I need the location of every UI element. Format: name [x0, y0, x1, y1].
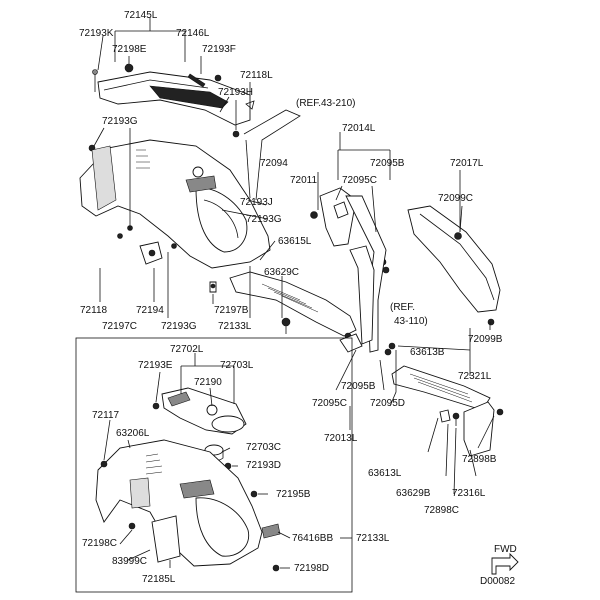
label-72013L: 72013L [324, 433, 358, 444]
label-63613L: 63613L [368, 468, 402, 479]
label-63613B: 63613B [410, 347, 445, 358]
label-72095C-top: 72095C [342, 175, 377, 186]
label-63206L: 63206L [116, 428, 150, 439]
label-72133L-top: 72133L [218, 321, 252, 332]
label-72095C-mid: 72095C [312, 398, 347, 409]
label-83999C: 83999C [112, 556, 147, 567]
leader-lines [93, 17, 495, 569]
label-72197C: 72197C [102, 321, 137, 332]
drawing-number: D00082 [480, 576, 515, 587]
fwd-arrow-icon [491, 552, 519, 575]
label-72193F: 72193F [202, 44, 236, 55]
label-72703L: 72703L [220, 360, 254, 371]
upper-quarter-trim-group [79, 63, 271, 293]
label-72099C: 72099C [438, 193, 473, 204]
label-72095B-mid: 72095B [341, 381, 376, 392]
label-63615L: 63615L [278, 236, 312, 247]
label-72017L: 72017L [450, 158, 484, 169]
label-72898B: 72898B [462, 454, 497, 465]
part-labels: 72145L 72193K 72146L 72198E 72193F 72118… [79, 10, 503, 585]
label-72117: 72117 [92, 410, 120, 421]
label-72198C: 72198C [82, 538, 117, 549]
label-72193D: 72193D [246, 460, 281, 471]
label-72193G-mid: 72193G [246, 214, 282, 225]
label-72095B-top: 72095B [370, 158, 405, 169]
label-72702L: 72702L [170, 344, 204, 355]
label-72118: 72118 [80, 305, 108, 316]
label-72193H: 72193H [218, 87, 253, 98]
label-76416BB: 76416BB [292, 533, 333, 544]
label-72094: 72094 [260, 158, 288, 169]
label-72193K: 72193K [79, 28, 114, 39]
label-72898C: 72898C [424, 505, 459, 516]
label-72321L: 72321L [458, 371, 492, 382]
label-72118L: 72118L [240, 70, 273, 81]
label-72198D: 72198D [294, 563, 329, 574]
label-72145L: 72145L [124, 10, 158, 21]
label-72193G-bot: 72193G [161, 321, 197, 332]
label-63629C: 63629C [264, 267, 299, 278]
label-72194: 72194 [136, 305, 164, 316]
label-63629B: 63629B [396, 488, 431, 499]
fwd-indicator: FWD [491, 544, 519, 575]
label-72195B: 72195B [276, 489, 311, 500]
detail-box [75, 337, 353, 593]
label-72190: 72190 [194, 377, 222, 388]
label-72703C: 72703C [246, 442, 281, 453]
label-ref-43-110-line2: 43-110) [394, 316, 428, 327]
label-72316L: 72316L [452, 488, 486, 499]
right-side-group [388, 205, 504, 457]
label-ref-43-110-line1: (REF. [390, 302, 415, 313]
label-72011: 72011 [290, 175, 318, 186]
label-72146L: 72146L [176, 28, 210, 39]
label-72193E: 72193E [138, 360, 173, 371]
label-72198E: 72198E [112, 44, 147, 55]
label-72197B: 72197B [214, 305, 249, 316]
center-pillar-group [229, 109, 392, 356]
label-ref-43-210: (REF.43-210) [296, 98, 355, 109]
label-72014L: 72014L [342, 123, 376, 134]
label-72095D: 72095D [370, 398, 405, 409]
label-72099B: 72099B [468, 334, 503, 345]
label-72193J: 72193J [240, 197, 273, 208]
boxed-lower-trim-group [95, 387, 281, 572]
label-72193G-top: 72193G [102, 116, 138, 127]
fwd-label: FWD [494, 544, 517, 555]
label-72133L-box: 72133L [356, 533, 390, 544]
label-72185L: 72185L [142, 574, 176, 585]
